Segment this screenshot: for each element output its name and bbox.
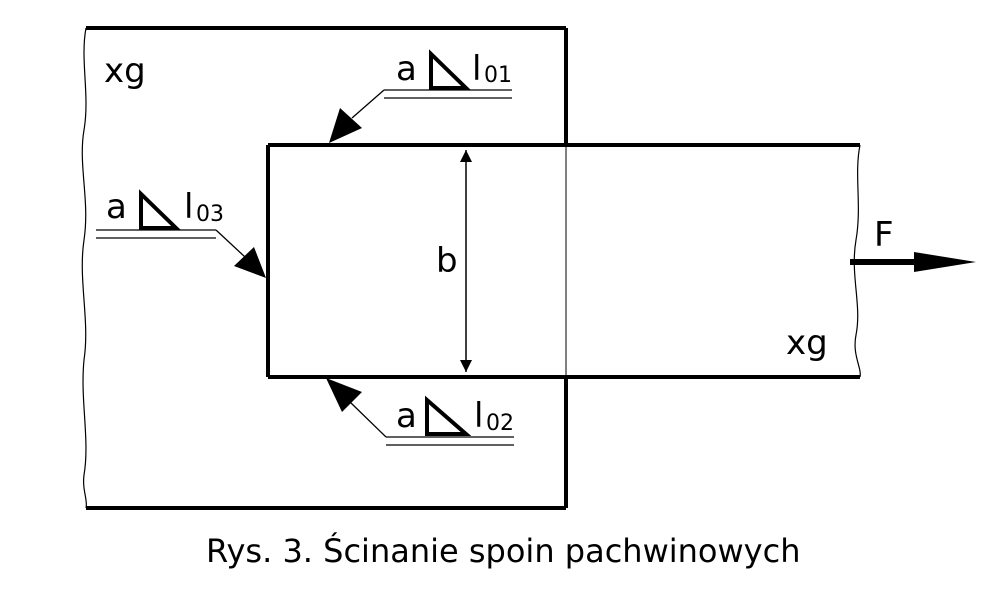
weld-03-length: l [184,187,193,227]
right-plate-break-line [853,144,861,378]
weld-03-index: 03 [196,202,224,227]
weld-02-leader-arrow [326,378,362,412]
weld-01-length: l [472,49,481,89]
fillet-weld-icon [429,49,471,90]
weld-02-length: l [474,396,483,436]
weld-03-size: a [106,187,127,227]
dimension-b: b [436,150,472,372]
weld-02-index: 02 [486,411,514,436]
right-plate [266,143,861,379]
left-plate [81,26,568,510]
fillet-weld-icon [139,189,181,230]
weld-symbol-03: a l 03 [96,187,266,278]
weld-01-size: a [396,49,417,89]
weld-symbol-01: a l 01 [329,49,512,143]
dimension-b-label: b [436,241,458,281]
figure-caption: Rys. 3. Ścinanie spoin pachwinowych [206,531,800,570]
force-arrow: F [850,215,976,272]
weld-01-leader-arrow [329,108,362,143]
fillet-weld-icon [425,395,472,436]
force-label: F [874,215,894,255]
weld-symbol-02: a l 02 [326,378,514,446]
weld-03-leader-arrow [234,247,266,278]
weld-02-size: a [396,396,417,436]
plate-left-label: xg [104,51,146,91]
weld-01-index: 01 [484,63,512,88]
plate-right-label: xg [786,323,828,363]
left-plate-break-line [81,27,88,509]
